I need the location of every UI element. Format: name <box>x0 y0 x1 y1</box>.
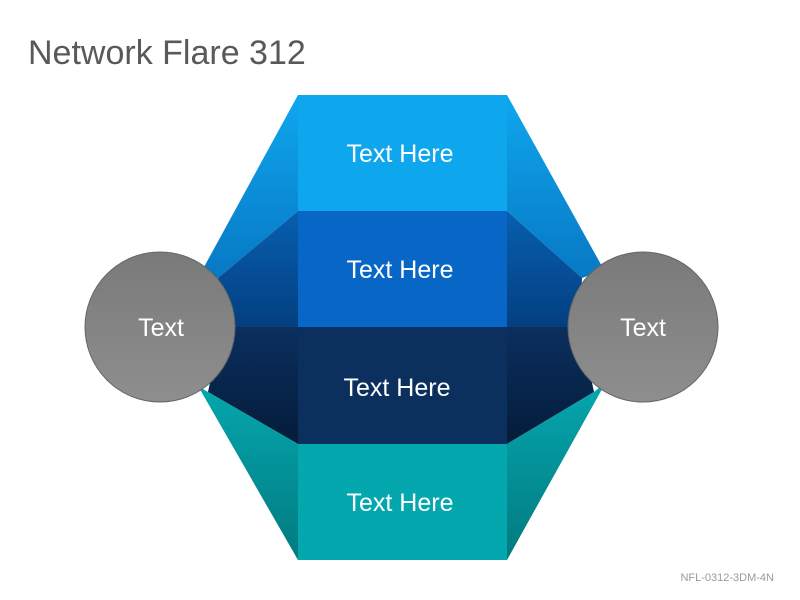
band-1 <box>298 95 507 211</box>
band-1-label: Text Here <box>347 140 454 168</box>
band-1-left-facet <box>198 95 298 278</box>
right-circle <box>567 251 719 403</box>
band-2-left-facet <box>218 211 298 327</box>
right-circle-label: Text <box>620 314 666 342</box>
band-4-left-facet <box>198 386 298 560</box>
band-2 <box>298 211 507 327</box>
left-circle <box>84 251 236 403</box>
band-4 <box>298 444 507 560</box>
band-4-label: Text Here <box>347 489 454 517</box>
slide-code: NFL-0312-3DM-4N <box>680 572 774 584</box>
band-3-label: Text Here <box>344 374 451 402</box>
band-2-label: Text Here <box>347 256 454 284</box>
slide-title: Network Flare 312 <box>28 34 306 72</box>
band-2-right-facet <box>507 211 582 327</box>
band-3-left-facet <box>208 327 298 444</box>
band-3-right-facet <box>507 327 594 444</box>
band-4-right-facet <box>507 382 606 560</box>
band-1-right-facet <box>507 95 604 278</box>
band-3 <box>298 327 507 444</box>
left-circle-label: Text <box>138 314 184 342</box>
